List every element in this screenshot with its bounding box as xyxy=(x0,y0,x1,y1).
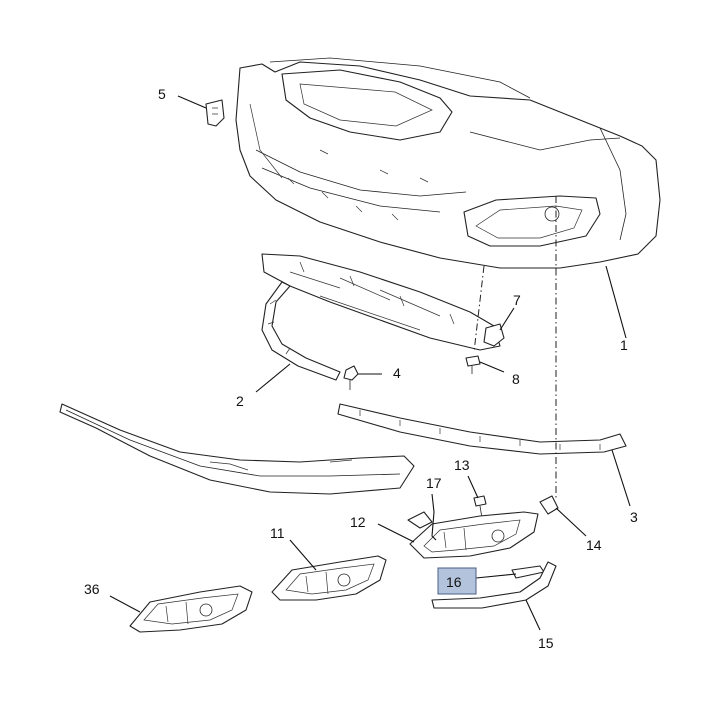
bracket-5 xyxy=(205,99,225,127)
trim-16 xyxy=(511,565,545,579)
lower-lip xyxy=(59,403,415,495)
callout-16-highlight xyxy=(437,567,477,595)
screw-8 xyxy=(465,355,481,374)
callout-11: 11 xyxy=(270,525,285,541)
callout-2: 2 xyxy=(236,393,244,409)
callout-12: 12 xyxy=(350,514,366,530)
clip-14 xyxy=(539,495,559,515)
assembly-lines xyxy=(473,196,557,500)
push-pin-4 xyxy=(343,365,359,390)
clip-17 xyxy=(407,511,433,529)
callout-5: 5 xyxy=(158,86,166,102)
lower-trim-3 xyxy=(337,403,627,455)
callout-labels: 5 1 7 8 4 2 3 13 17 14 12 11 36 16 15 xyxy=(84,86,638,651)
callout-17: 17 xyxy=(426,475,442,491)
trim-15 xyxy=(431,561,557,609)
callout-16: 16 xyxy=(446,574,462,590)
callout-15: 15 xyxy=(538,635,554,651)
callout-4: 4 xyxy=(393,365,401,381)
callout-13: 13 xyxy=(454,457,470,473)
fog-bezel-11 xyxy=(271,555,387,601)
callout-14: 14 xyxy=(586,537,602,553)
under-tray xyxy=(261,253,501,351)
impact-strip-2 xyxy=(261,281,341,381)
fog-bezel-36 xyxy=(129,585,253,633)
fog-bezel-12 xyxy=(409,511,539,559)
callout-1: 1 xyxy=(620,337,628,353)
callout-8: 8 xyxy=(512,371,520,387)
callout-7: 7 xyxy=(513,292,521,308)
bumper-cover xyxy=(235,57,661,269)
callout-3: 3 xyxy=(630,509,638,525)
clip-7 xyxy=(483,323,505,347)
leader-lines xyxy=(109,95,631,631)
screw-13 xyxy=(473,495,487,519)
callout-36: 36 xyxy=(84,581,100,597)
